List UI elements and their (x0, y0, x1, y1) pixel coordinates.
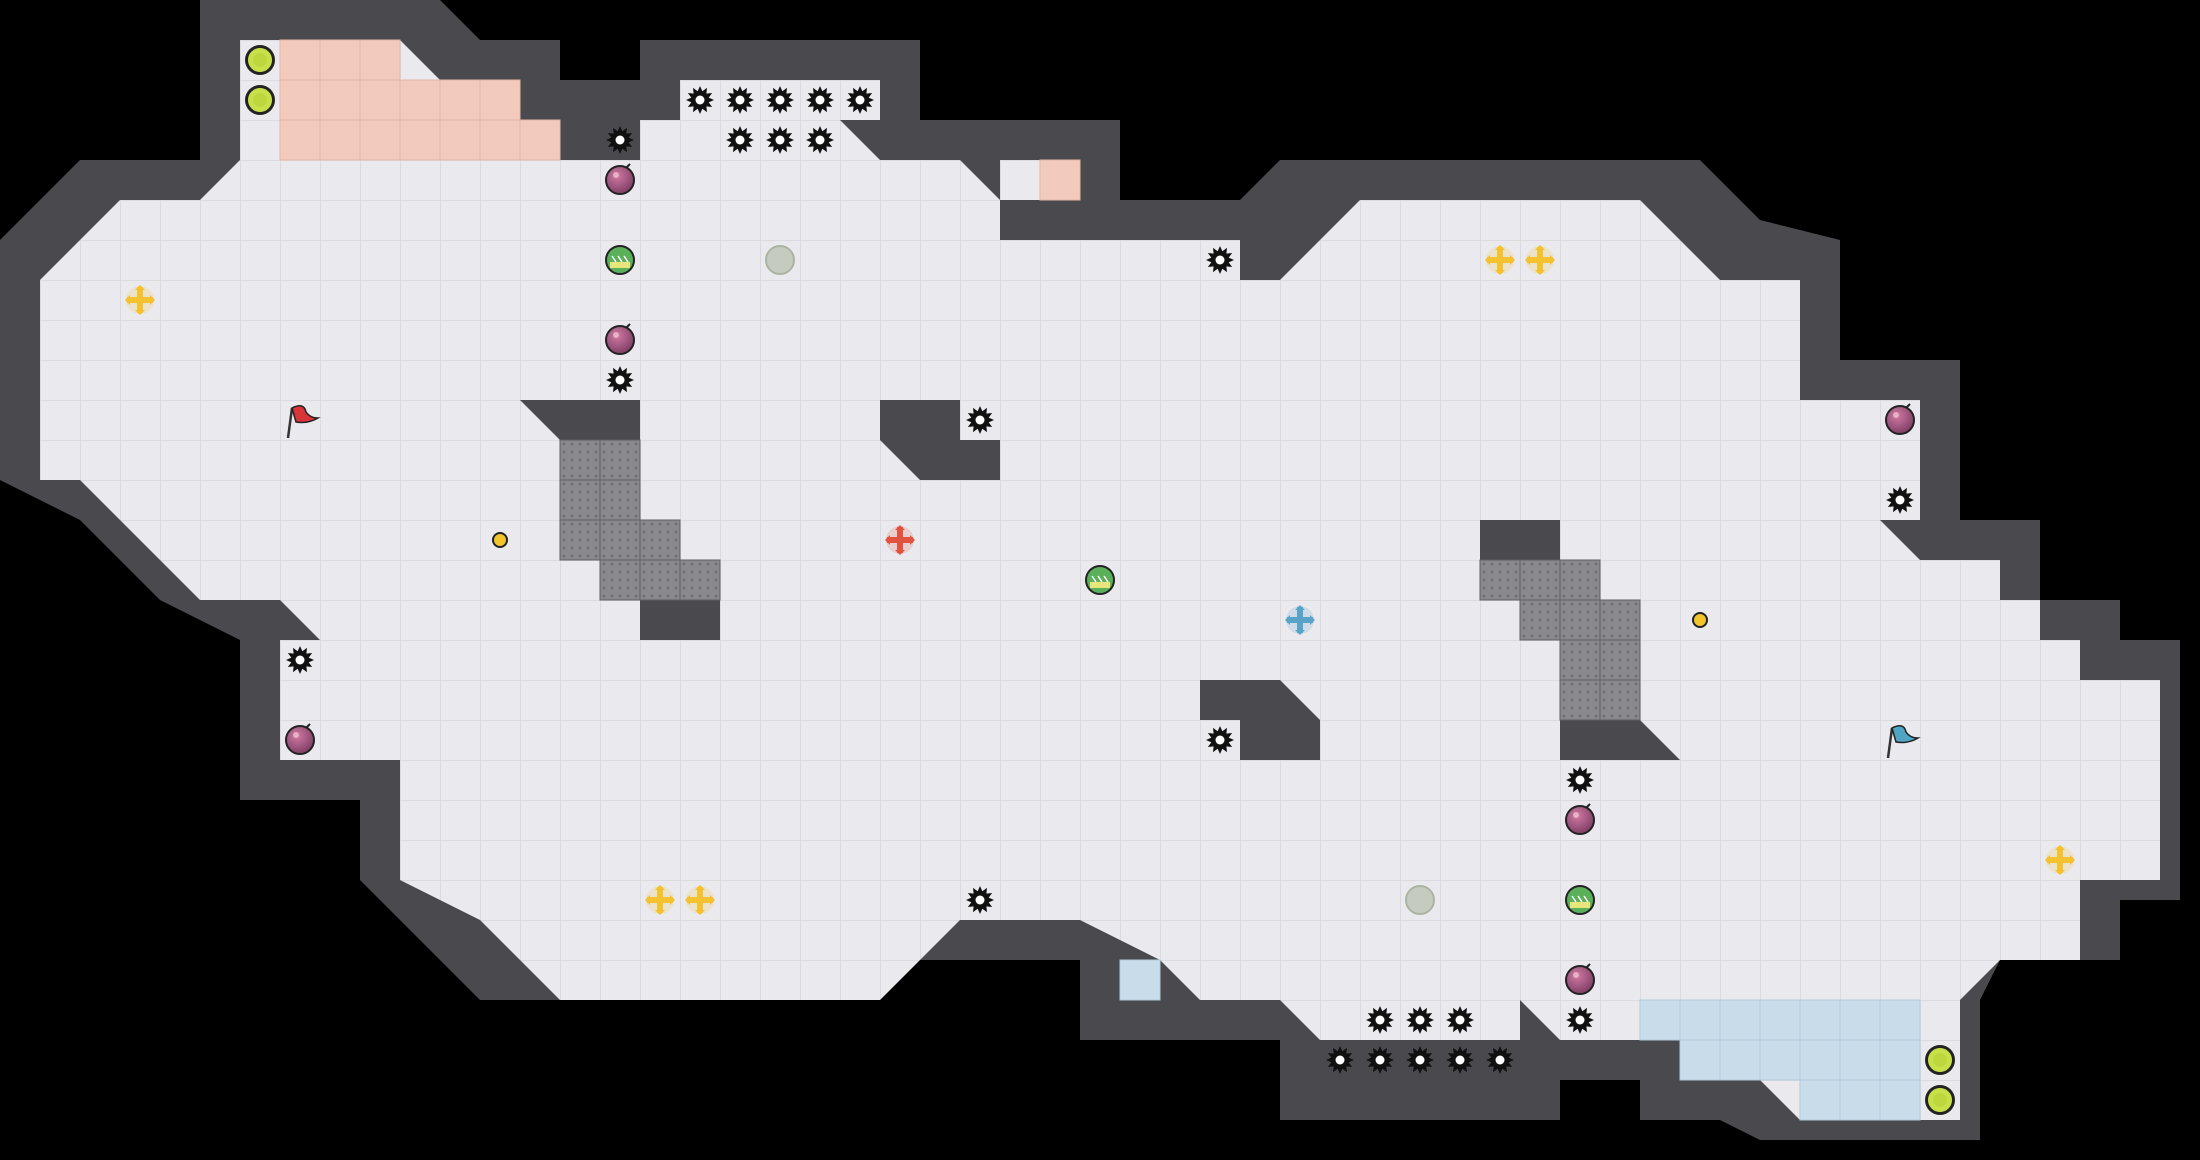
spike-icon (966, 406, 994, 434)
button-icon (1925, 1085, 1955, 1115)
powerup-icon (1085, 565, 1115, 595)
neutral-tile (639, 559, 681, 601)
spike-icon (726, 86, 754, 114)
boost-icon (125, 285, 155, 315)
spike-icon (806, 86, 834, 114)
boost-icon (1485, 245, 1515, 275)
speedpad-icon (1692, 612, 1708, 628)
spike-icon (1886, 486, 1914, 514)
spike-icon (966, 886, 994, 914)
spike-icon (286, 646, 314, 674)
wall-block (1200, 680, 1320, 760)
button-icon (1925, 1045, 1955, 1075)
neutral-tile (599, 479, 641, 521)
gate-icon (765, 245, 795, 275)
neutral-tile (559, 479, 601, 521)
boost-icon (1285, 605, 1315, 635)
neutral-tile (1519, 559, 1561, 601)
red-flag-icon (286, 405, 321, 439)
gate-icon (1405, 885, 1435, 915)
powerup-icon (1565, 885, 1595, 915)
boost-icon (2045, 845, 2075, 875)
spike-icon (766, 86, 794, 114)
boost-icon (885, 525, 915, 555)
neutral-tile (599, 439, 641, 481)
spike-icon (1326, 1046, 1354, 1074)
neutral-tile (679, 559, 721, 601)
blue-flag-icon (1886, 725, 1921, 759)
obstacle-layer (520, 400, 1680, 760)
spawn-zones (279, 39, 1921, 1121)
red-spawn-zone (279, 39, 1081, 201)
spike-icon (1406, 1046, 1434, 1074)
bomb-icon (1565, 963, 1595, 995)
neutral-tile (1479, 559, 1521, 601)
neutral-tile (1599, 639, 1641, 681)
powerup-icon (605, 245, 635, 275)
spike-icon (1206, 726, 1234, 754)
spike-icon (1206, 246, 1234, 274)
wall-block (1480, 520, 1560, 560)
spike-icon (726, 126, 754, 154)
spike-layer (286, 86, 1914, 1074)
spike-icon (1566, 766, 1594, 794)
neutral-tile (1559, 639, 1601, 681)
wall-block (880, 400, 1000, 480)
neutral-tile (559, 519, 601, 561)
spike-icon (1366, 1046, 1394, 1074)
neutral-tile (1559, 559, 1601, 601)
neutral-tile (1599, 599, 1641, 641)
spike-icon (1446, 1006, 1474, 1034)
spike-icon (606, 366, 634, 394)
spike-icon (1446, 1046, 1474, 1074)
neutral-tile (599, 519, 641, 561)
button-icon (245, 85, 275, 115)
blue-spawn-zone (1119, 959, 1921, 1121)
spike-icon (806, 126, 834, 154)
wall-block (1560, 720, 1680, 760)
neutral-tile (599, 559, 641, 601)
bomb-icon (605, 323, 635, 355)
spike-icon (606, 126, 634, 154)
neutral-tile (639, 519, 681, 561)
wall-block (640, 600, 720, 640)
spike-icon (1566, 1006, 1594, 1034)
neutral-tile (559, 439, 601, 481)
neutral-tile (1599, 679, 1641, 721)
bomb-icon (285, 723, 315, 755)
boost-icon (685, 885, 715, 915)
neutral-tile (1519, 599, 1561, 641)
bomb-icon (1885, 403, 1915, 435)
spike-icon (1486, 1046, 1514, 1074)
boost-icon (1525, 245, 1555, 275)
spike-icon (846, 86, 874, 114)
speedpad-icon (492, 532, 508, 548)
neutral-tile (1559, 599, 1601, 641)
bomb-icon (605, 163, 635, 195)
bomb-icon (1565, 803, 1595, 835)
spike-icon (1366, 1006, 1394, 1034)
wall-block (520, 400, 640, 440)
neutral-tiles (559, 439, 1641, 721)
spike-icon (766, 126, 794, 154)
neutral-tile (1559, 679, 1601, 721)
boost-icon (645, 885, 675, 915)
item-layer (125, 45, 2075, 1115)
button-icon (245, 45, 275, 75)
spike-icon (686, 86, 714, 114)
spike-icon (1406, 1006, 1434, 1034)
